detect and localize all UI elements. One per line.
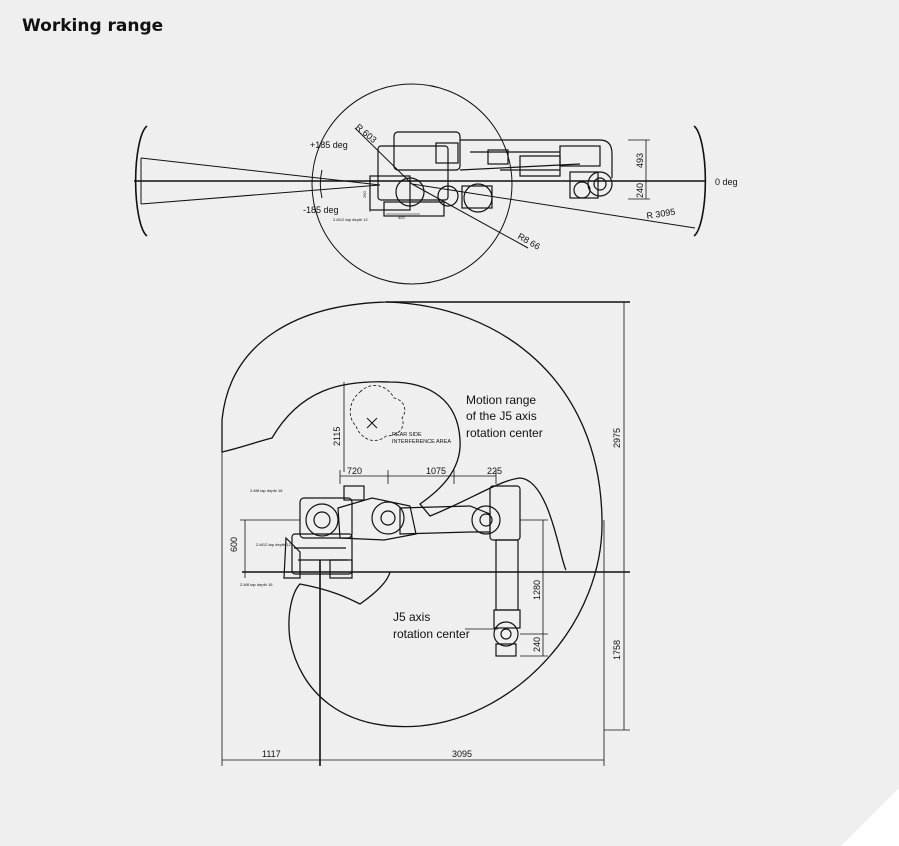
top-tiny-dim-a: 260: [362, 191, 367, 198]
side-dim-1117: 1117: [262, 749, 281, 759]
side-dim-600: 600: [229, 537, 239, 552]
corner-fold: [841, 788, 899, 846]
top-tiny-dim-b: 420: [398, 215, 405, 220]
top-fan-lower: [140, 184, 381, 205]
tap-note-2: 2-M12 tap depth 12: [256, 542, 291, 547]
motion-range-line1: Motion range: [466, 393, 536, 407]
side-dim-225: 225: [487, 466, 502, 476]
top-dim-240: 240: [635, 183, 645, 198]
side-dim-2975: 2975: [612, 428, 622, 448]
top-radius-line: [411, 183, 696, 229]
motion-range-line3: rotation center: [466, 426, 543, 440]
side-dim-720: 720: [347, 466, 362, 476]
j5-center-line1: J5 axis: [393, 610, 430, 624]
side-dim-2115: 2115: [332, 427, 342, 446]
top-radius-outer-label: R 3095: [646, 207, 676, 221]
rear-label-line2: INTERFERENCE AREA: [392, 439, 451, 445]
tap-note-1: 2-M8 tap depth 16: [250, 488, 283, 493]
side-envelope-lower: [288, 301, 603, 728]
top-angle-arc: [319, 169, 323, 199]
side-dim-1280: 1280: [532, 580, 542, 600]
top-minus-angle-label: -185 deg: [303, 205, 339, 215]
top-robot-silhouette: [369, 131, 613, 217]
rear-interference-area: [349, 385, 406, 441]
top-radius-inner-label: R 603: [354, 122, 379, 145]
side-robot-silhouette: [283, 485, 521, 657]
motion-range-line2: of the J5 axis: [466, 409, 537, 423]
side-envelope-upper: [221, 301, 567, 571]
top-tiny-note: 2-M12 tap depth 12: [333, 217, 368, 222]
side-view: [221, 301, 630, 766]
side-dim-240: 240: [532, 637, 542, 652]
top-fan-upper: [140, 157, 381, 186]
rear-label-line1: REAR SIDE: [392, 432, 422, 438]
page-title: Working range: [22, 16, 164, 36]
top-plus-angle-label: +185 deg: [310, 140, 348, 150]
side-dim-3095: 3095: [452, 749, 472, 759]
side-dim-1075: 1075: [426, 466, 446, 476]
top-zero-angle-label: 0 deg: [715, 177, 738, 187]
top-radius-rear-label: R8 66: [516, 231, 542, 252]
tap-note-3: 2-M8 tap depth 16: [240, 582, 273, 587]
top-radius-rear: [411, 183, 529, 249]
side-dim-1758: 1758: [612, 640, 622, 660]
top-rear-circle: [311, 83, 513, 285]
top-view: [134, 83, 707, 285]
top-dim-493: 493: [635, 153, 645, 168]
j5-center-line2: rotation center: [393, 627, 470, 641]
